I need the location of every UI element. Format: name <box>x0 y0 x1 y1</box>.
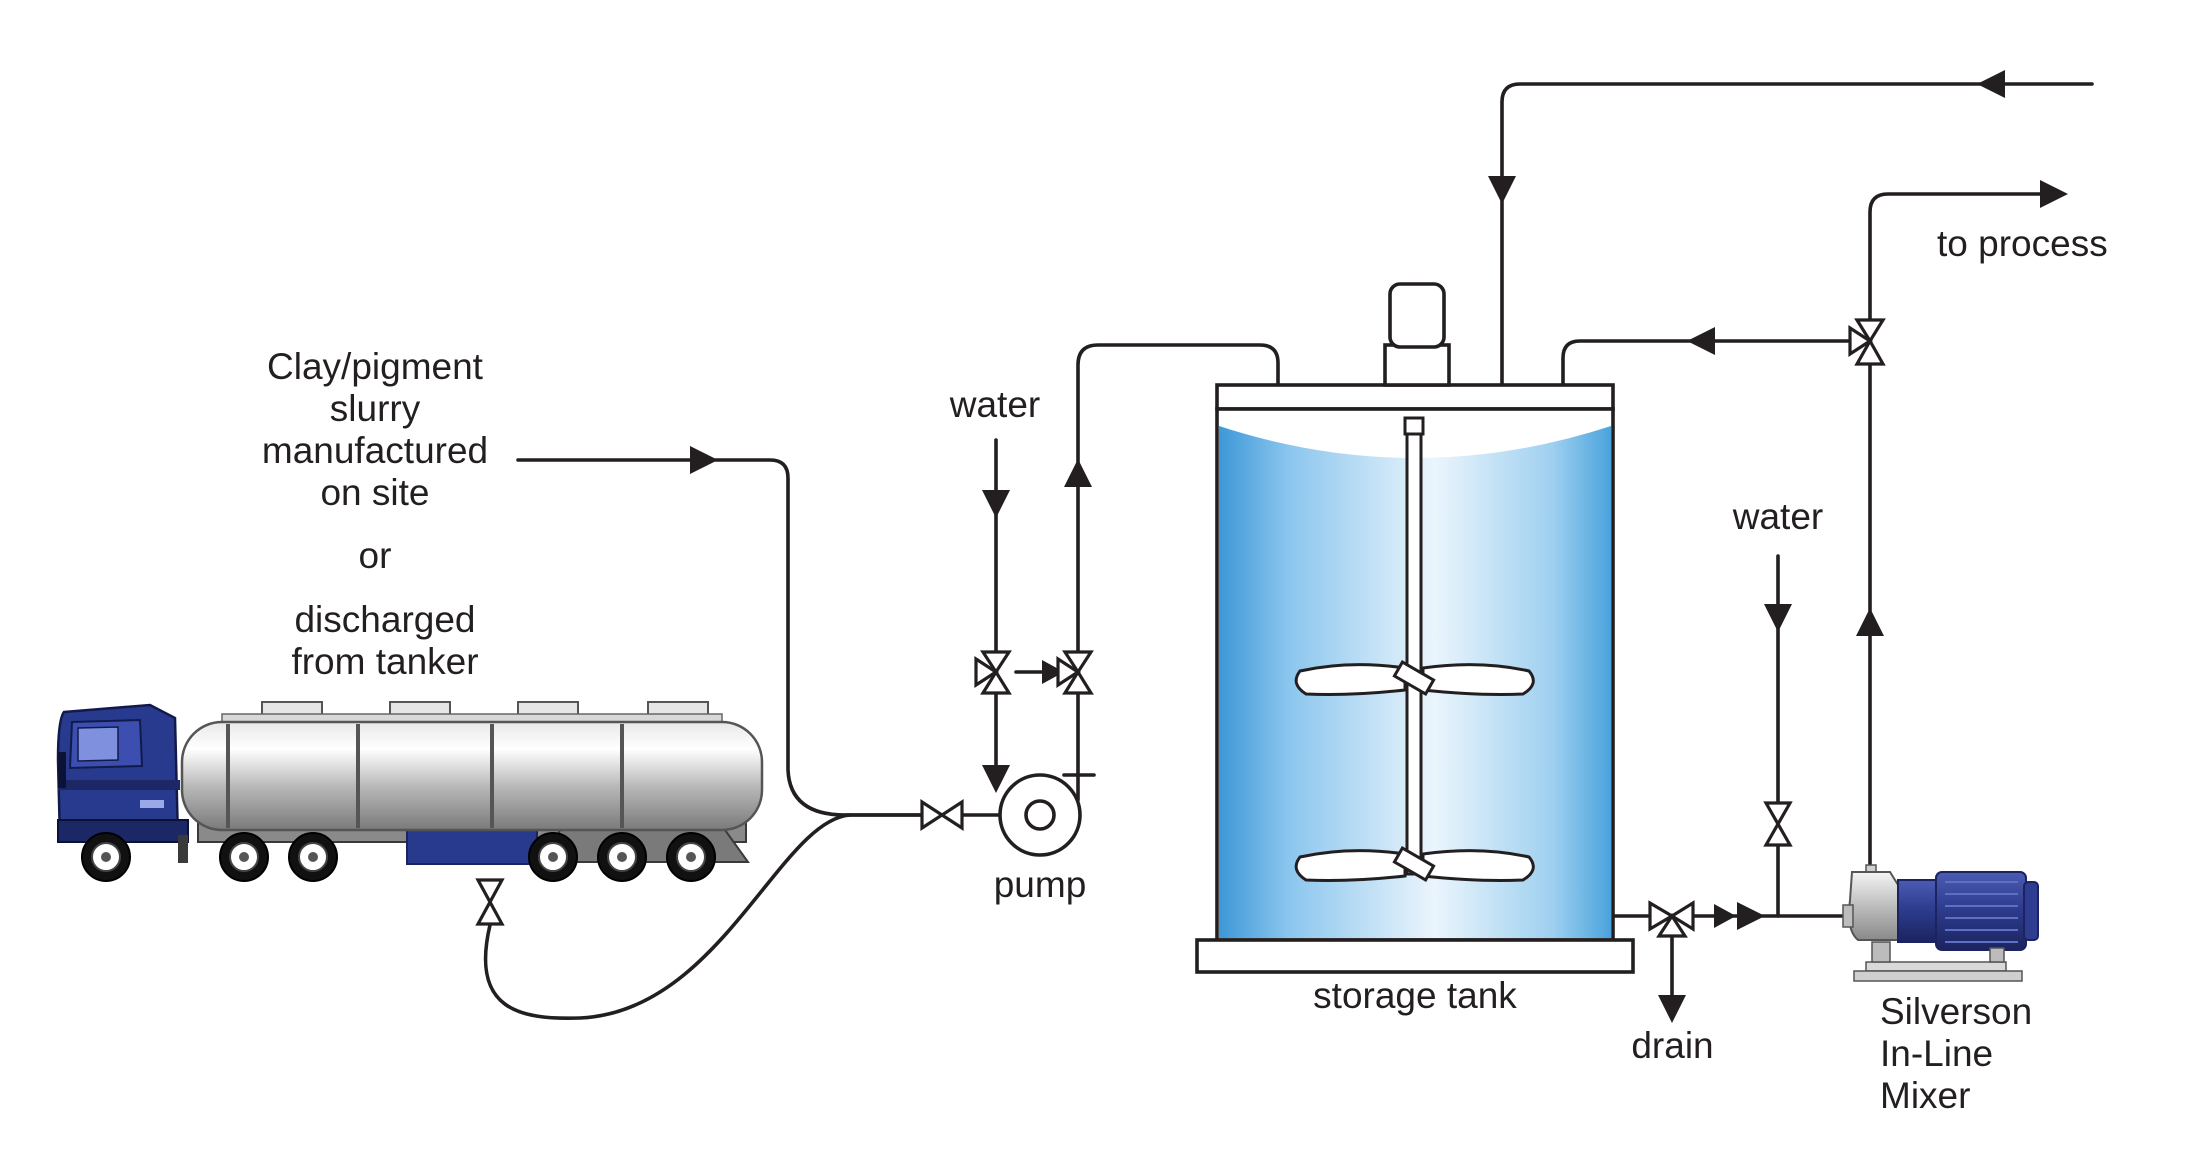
agitator-icon <box>1294 416 1535 882</box>
inline-mixer-icon[interactable] <box>1842 864 2039 982</box>
arrow-down-icon <box>982 765 1010 793</box>
return-line <box>1500 82 2094 387</box>
valve-icon[interactable] <box>974 650 1012 695</box>
slurry-pipe <box>516 458 927 817</box>
arrow-down-icon <box>1764 604 1792 632</box>
valve-icon[interactable] <box>475 878 505 926</box>
arrow-left-icon <box>1687 327 1715 355</box>
or-label: or <box>358 535 392 576</box>
arrow-left-icon <box>1977 70 2005 98</box>
mixer-label: Silverson In-Line Mixer <box>1880 991 2032 1117</box>
motor-icon <box>1383 282 1451 387</box>
mixer-label-line: In-Line <box>1880 1033 1994 1074</box>
arrow-right-icon <box>1737 902 1765 930</box>
slurry-source-line: Clay/pigment <box>267 346 483 387</box>
arrow-right-icon <box>690 446 718 474</box>
arrow-right-icon <box>1042 660 1064 684</box>
pump-icon[interactable] <box>998 773 1096 857</box>
to-process-label: to process <box>1937 223 2108 264</box>
tanker-source-label: discharged from tanker <box>250 599 520 683</box>
mixer-label-line: Mixer <box>1880 1075 1971 1116</box>
arrow-down-icon <box>1658 995 1686 1023</box>
tanker-discharge-hose <box>483 813 852 1021</box>
valve-icon[interactable] <box>1648 900 1695 938</box>
slurry-source-line: manufactured <box>261 430 489 471</box>
valve-icon[interactable] <box>1848 318 1886 366</box>
arrow-up-icon <box>1064 459 1092 487</box>
arrow-right-icon <box>1714 904 1736 928</box>
slurry-source-line: on site <box>320 472 430 513</box>
tanker-source-line: from tanker <box>291 641 479 682</box>
recirculation-line <box>1561 339 1852 387</box>
pump-discharge-pipe <box>1076 343 1280 777</box>
mixer-label-line: Silverson <box>1880 991 2033 1032</box>
valve-icon[interactable] <box>1763 801 1793 847</box>
arrow-down-icon <box>982 490 1010 518</box>
tanker-truck-icon <box>56 701 764 882</box>
slurry-source-label: Clay/pigment slurry manufactured on site <box>230 346 520 514</box>
to-process-line <box>1868 192 2042 322</box>
drain-label: drain <box>1631 1025 1714 1066</box>
valve-icon[interactable] <box>920 799 964 831</box>
slurry-source-line: slurry <box>329 388 421 429</box>
tanker-source-line: discharged <box>294 599 476 640</box>
pump-label: pump <box>993 864 1087 905</box>
water-right-label: water <box>1732 496 1824 537</box>
arrow-right-icon <box>2040 180 2068 208</box>
water-left-label: water <box>949 384 1041 425</box>
storage-tank-label: storage tank <box>1313 975 1517 1016</box>
arrow-down-icon <box>1488 176 1516 204</box>
arrow-up-icon <box>1856 608 1884 636</box>
valve-icon[interactable] <box>1056 650 1094 695</box>
